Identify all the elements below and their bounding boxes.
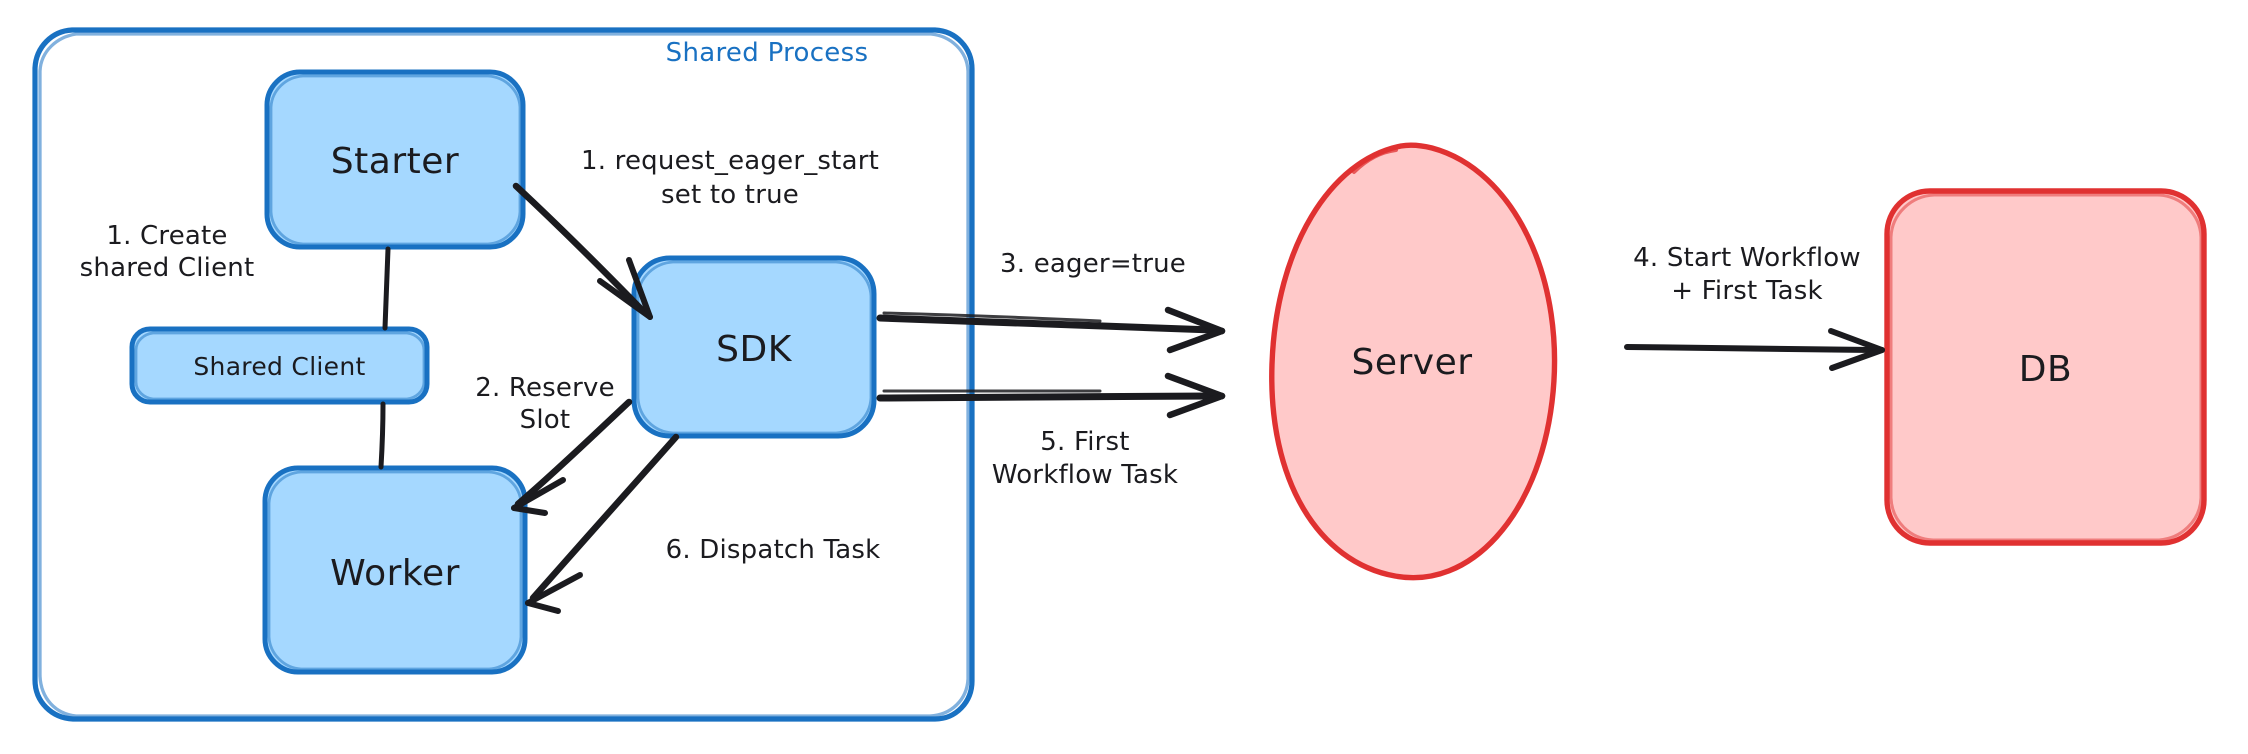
- edge-eager-true: [876, 306, 1226, 354]
- node-starter[interactable]: [264, 69, 526, 250]
- edge-dispatch-task: [525, 433, 680, 614]
- node-sdk[interactable]: [631, 255, 877, 439]
- node-worker[interactable]: [262, 465, 528, 675]
- edge-reserve-slot: [511, 398, 633, 516]
- edge-shared-client-worker: [378, 401, 386, 470]
- node-shared-client[interactable]: [129, 326, 430, 405]
- edge-request-eager-start: [512, 182, 653, 320]
- node-db[interactable]: [1884, 188, 2207, 546]
- edge-first-workflow-task: [876, 372, 1226, 419]
- edge-starter-shared-client: [382, 246, 391, 331]
- node-server[interactable]: [1269, 142, 1558, 581]
- edge-start-workflow: [1624, 328, 1885, 371]
